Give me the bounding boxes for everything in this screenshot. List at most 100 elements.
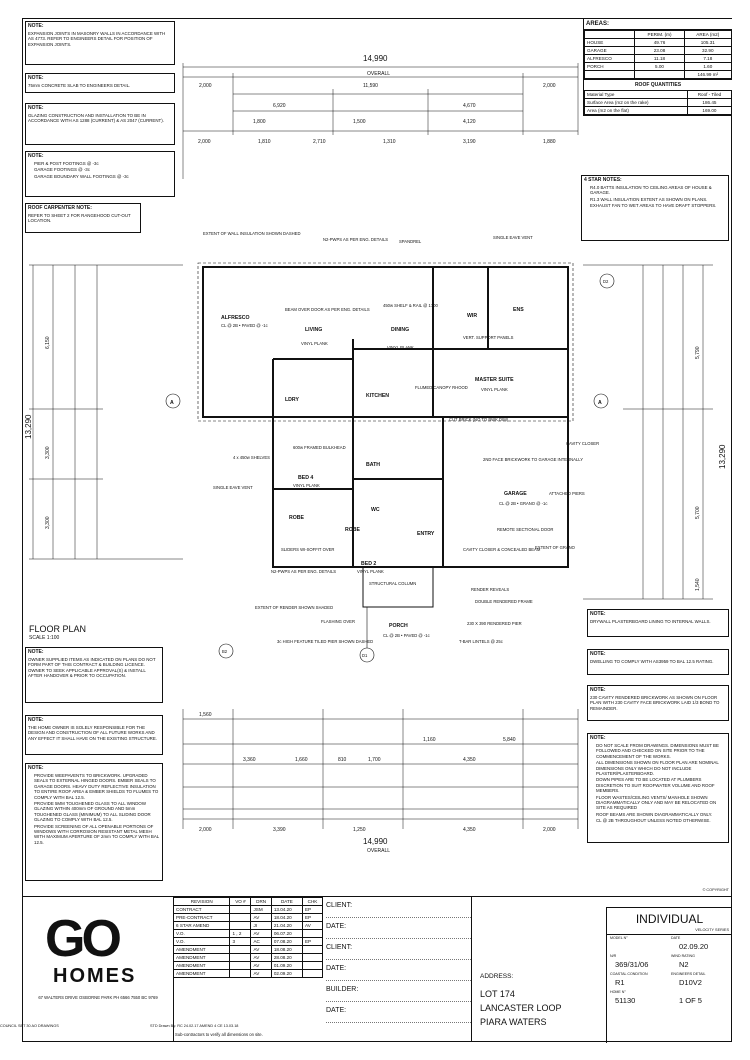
revision-cell: [301, 945, 324, 954]
overall-label: OVERALL: [367, 71, 390, 77]
date-field[interactable]: DATE:: [326, 918, 471, 939]
annotation: VERT. SUPPORT PANELS: [463, 335, 514, 340]
revision-cell: 28.08.20: [270, 953, 303, 962]
note-title: NOTE:: [590, 611, 606, 617]
revision-cell: AV: [250, 945, 272, 954]
builder-signature-field[interactable]: BUILDER:: [326, 981, 471, 1002]
dimension-labels: 14,990 OVERALL 2,000 11,590 2,000 6,920 …: [24, 54, 727, 854]
revision-cell: AMENDMENT: [172, 961, 231, 970]
company-address: 67 WALTERS DRIVE OSBORNE PARK PH 6566 75…: [38, 995, 158, 1000]
rev-header: DATE: [270, 897, 303, 906]
series-label: VELOCITY SERIES: [695, 928, 729, 932]
annotation: BEAM OVER DOOR AS PER ENG. DETAILS: [285, 307, 370, 312]
note-brickwork: NOTE: 230 CAVITY RENDERED BRICKWORK AS S…: [587, 685, 729, 721]
field-value-coastal: R1: [615, 978, 625, 987]
note-item: DOWN PIPES ARE TO BE LOCATED AT PLUMBERS…: [596, 777, 726, 793]
note-roof-carpenter: ROOF CARPENTER NOTE: REFER TO SHEET 2 FO…: [25, 203, 141, 233]
section-labels: A A D1 B2 D2: [170, 279, 609, 658]
annotation: REMOTE SECTIONAL DOOR: [497, 527, 553, 532]
note-drywall: NOTE: DRYWALL PLASTERBOARD LINING TO INT…: [587, 609, 729, 637]
direction-mark: [218, 643, 234, 659]
dim-label: 2,710: [313, 139, 326, 145]
note-slab: NOTE: 75mm CONCRETE SLAB TO ENGINEERS DE…: [25, 73, 175, 93]
room-living: LIVING: [305, 327, 322, 333]
revision-cell: [301, 953, 324, 962]
note-title: ROOF CARPENTER NOTE:: [28, 205, 92, 211]
note-title: NOTE:: [590, 735, 606, 741]
areas-total: 146.99 m²: [683, 70, 733, 79]
note-item: CL @ 2B THROUGHOUT UNLESS NOTED OTHERWIS…: [596, 818, 726, 823]
annotation: 2ND FACE BRICKWORK TO GARAGE INTERNALLY: [483, 457, 583, 462]
note-bal-compliance: NOTE: PROVIDE WEEPAVENTS TO BRICKWORK. U…: [25, 763, 163, 881]
field-label: WIND RATING: [671, 954, 695, 958]
signature-fields: CLIENT: DATE: CLIENT: DATE: BUILDER: DAT…: [326, 897, 471, 1023]
note-expansion-joints: NOTE: EXPANSION JOINTS IN MASONRY WALLS …: [25, 21, 175, 65]
revision-cell: EP: [301, 905, 324, 914]
dim-label: 5,840: [503, 737, 516, 743]
revision-cell: JI: [250, 921, 272, 930]
note-title: NOTE:: [28, 105, 44, 111]
finish-porch: CL @ 2B • PAVED @ -1c: [383, 633, 430, 638]
note-title: NOTE:: [28, 75, 44, 81]
dim-label: 3,390: [273, 827, 286, 833]
annotation: FLUMED CANOPY RHOOD: [415, 385, 468, 390]
room-bed-2: BED 2: [361, 561, 376, 567]
room-kitchen: KITCHEN: [366, 393, 389, 399]
dim-label: 1,500: [353, 119, 366, 125]
annotation: 3c HIGH FEATURE TILED PIER SHOWN DASHED: [277, 639, 373, 644]
dim-label: 1,310: [383, 139, 396, 145]
dim-label: 4,350: [463, 827, 476, 833]
dim-label: 3,360: [243, 757, 256, 763]
note-title: NOTE:: [28, 153, 44, 159]
note-title: 4 STAR NOTES:: [584, 177, 622, 183]
revision-cell: AMENDMENT: [172, 953, 231, 962]
plan-annotations: EXTENT OF WALL INSULATION SHOWN DASHED N…: [203, 231, 599, 644]
annotation: RENDER REVEALS: [471, 587, 509, 592]
drawing-sheet: NOTE: EXPANSION JOINTS IN MASONRY WALLS …: [22, 18, 733, 1043]
finish-master: VINYL PLANK: [481, 387, 508, 392]
client-signature-field[interactable]: CLIENT:: [326, 897, 471, 918]
field-value-engineer: D10V2: [679, 978, 702, 987]
note-text: GLAZING CONSTRUCTION AND INSTALLATION TO…: [28, 113, 164, 124]
note-footings: NOTE: PIER & POST FOOTINGS @ -3c GARAGE …: [25, 151, 175, 197]
dim-label: 810: [338, 757, 347, 763]
note-item: GARAGE BOUNDARY WALL FOOTINGS @ -3c: [34, 174, 172, 179]
note-text: DRYWALL PLASTERBOARD LINING TO INTERNAL …: [590, 619, 711, 624]
finish-bed-4: VINYL PLANK: [293, 483, 320, 488]
dim-label: 5,700: [695, 506, 701, 519]
roof-cell: 169.00: [686, 106, 733, 115]
revision-cell: AV: [250, 961, 272, 970]
design-title: INDIVIDUAL: [635, 912, 704, 926]
room-alfresco: ALFRESCO: [221, 315, 250, 321]
revision-cell: EP: [301, 913, 324, 922]
revision-cell: AMENDMENT: [172, 969, 231, 978]
dim-label: 6,150: [45, 336, 51, 349]
revision-cell: AV: [250, 969, 272, 978]
site-address: ADDRESS: LOT 174 LANCASTER LOOP PIARA WA…: [471, 897, 607, 1042]
copyright: © COPYRIGHT: [702, 888, 729, 892]
design-name: INDIVIDUAL VELOCITY SERIES: [607, 908, 732, 935]
room-robe: ROBE: [289, 515, 305, 521]
annotation: SPANDREL: [399, 239, 422, 244]
sheet-number: 1 OF 5: [679, 996, 702, 1005]
client-signature-field[interactable]: CLIENT:: [326, 939, 471, 960]
field-label: ENGINEERS DETAIL: [671, 972, 706, 976]
dim-label: 1,250: [353, 827, 366, 833]
note-glazing: NOTE: GLAZING CONSTRUCTION AND INSTALLAT…: [25, 103, 175, 145]
note-text: 75mm CONCRETE SLAB TO ENGINEERS DETAIL.: [28, 83, 131, 88]
note-text: OWNER SUPPLIED ITEMS AS INDICATED ON PLA…: [28, 657, 156, 679]
field-value-home-no: 51130: [615, 996, 636, 1005]
field-value-nr: 369/31/06: [615, 960, 649, 969]
dim-label: 5,790: [695, 346, 701, 359]
date-field[interactable]: DATE:: [326, 960, 471, 981]
revision-cell: AMENDMENT: [172, 945, 231, 954]
date-field[interactable]: DATE:: [326, 1002, 471, 1023]
annotation: N2-PWPS AS PER ENG. DETAILS: [271, 569, 336, 574]
section-mark: [593, 393, 609, 409]
rev-header: DRN: [250, 897, 272, 906]
address-line: LOT 174: [480, 989, 515, 999]
annotation: 4 x 450w SHELVES: [233, 455, 270, 460]
annotation: ATTACHED PIERS: [549, 491, 585, 496]
